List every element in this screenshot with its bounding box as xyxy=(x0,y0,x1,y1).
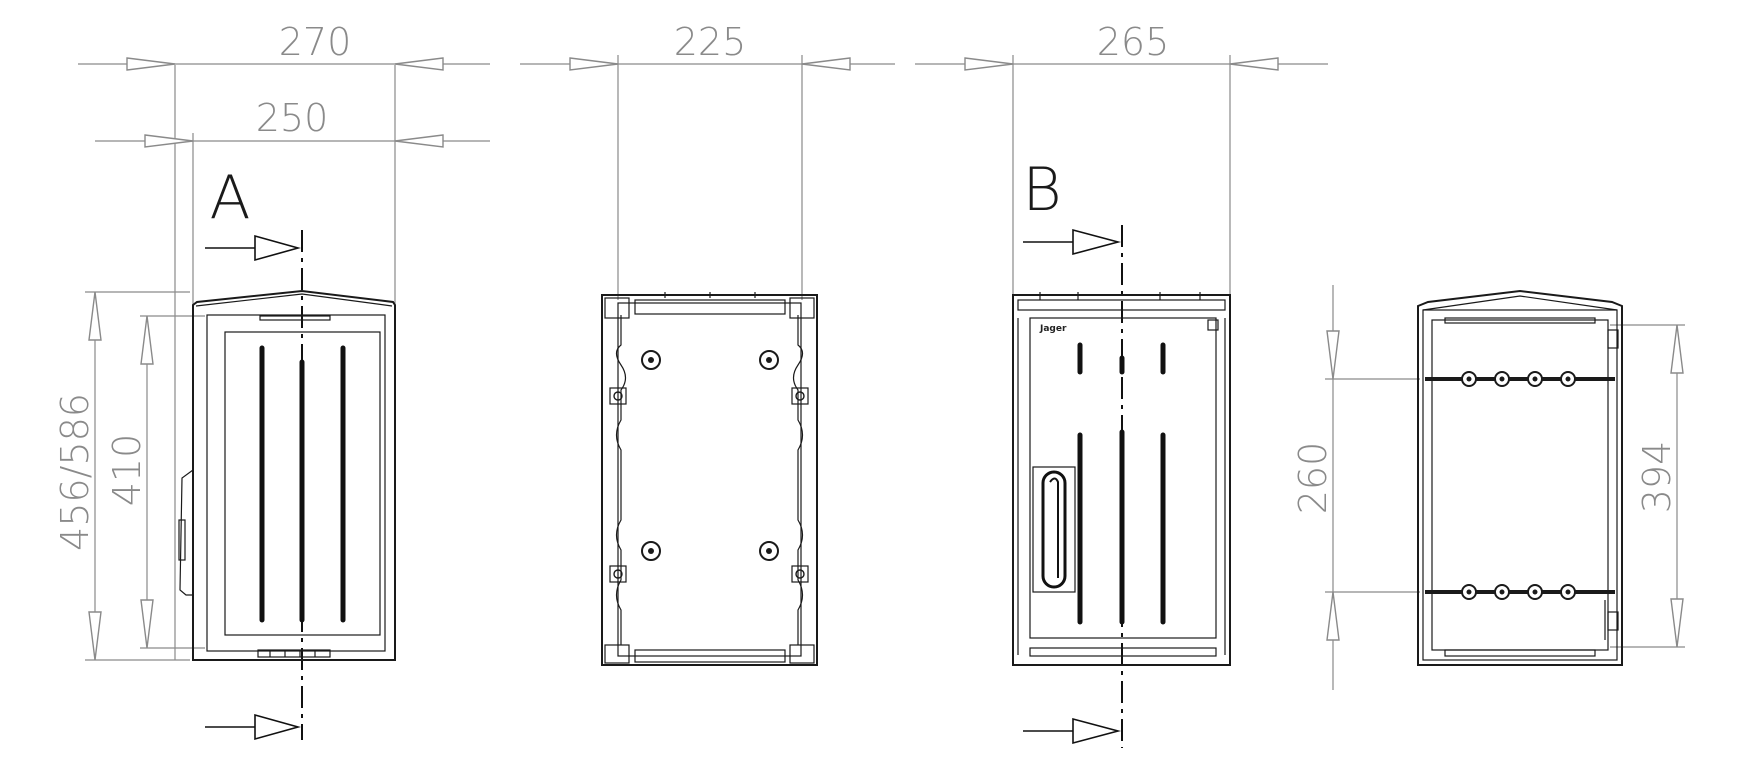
dim-label-270: 270 xyxy=(279,20,352,64)
dim-height-456-586: 456/586 xyxy=(53,291,190,661)
enclosure-back xyxy=(1417,289,1623,666)
dim-height-394: 394 xyxy=(1610,324,1685,648)
dim-width-225: 225 xyxy=(520,20,895,300)
brand-logo: Jager xyxy=(1039,324,1067,334)
section-label-b: B xyxy=(1022,155,1061,225)
enclosure-interior xyxy=(601,292,818,666)
section-arrow-b-top xyxy=(1023,228,1122,256)
front-view-b: 265 B Jager xyxy=(915,20,1328,748)
front-view-a: 270 250 456/586 410 A xyxy=(53,20,490,741)
section-label-a: A xyxy=(209,163,250,233)
back-view: 260 394 xyxy=(1291,285,1685,690)
enclosure-front-a xyxy=(178,289,396,661)
enclosure-front-b: Jager xyxy=(1012,292,1231,666)
door-handle xyxy=(1032,466,1076,593)
dim-label-410: 410 xyxy=(105,434,149,507)
dim-width-250: 250 xyxy=(95,96,490,305)
dim-label-394: 394 xyxy=(1635,441,1679,514)
dim-label-456-586: 456/586 xyxy=(53,393,97,551)
dim-label-265: 265 xyxy=(1097,20,1170,64)
dim-label-250: 250 xyxy=(256,96,329,140)
dim-label-225: 225 xyxy=(674,20,747,64)
side-view: 225 xyxy=(520,20,895,666)
dim-label-260: 260 xyxy=(1291,442,1335,515)
dim-width-265: 265 xyxy=(915,20,1328,300)
section-arrow-a-top xyxy=(205,234,301,262)
rail-bolts-top xyxy=(1461,371,1576,387)
dim-height-260: 260 xyxy=(1291,285,1420,690)
section-arrow-b-bottom xyxy=(1023,717,1122,745)
dim-width-270: 270 xyxy=(78,20,490,660)
section-arrow-a-bottom xyxy=(205,713,301,741)
rail-bolts-bottom xyxy=(1461,584,1576,600)
dim-height-410: 410 xyxy=(105,315,205,649)
